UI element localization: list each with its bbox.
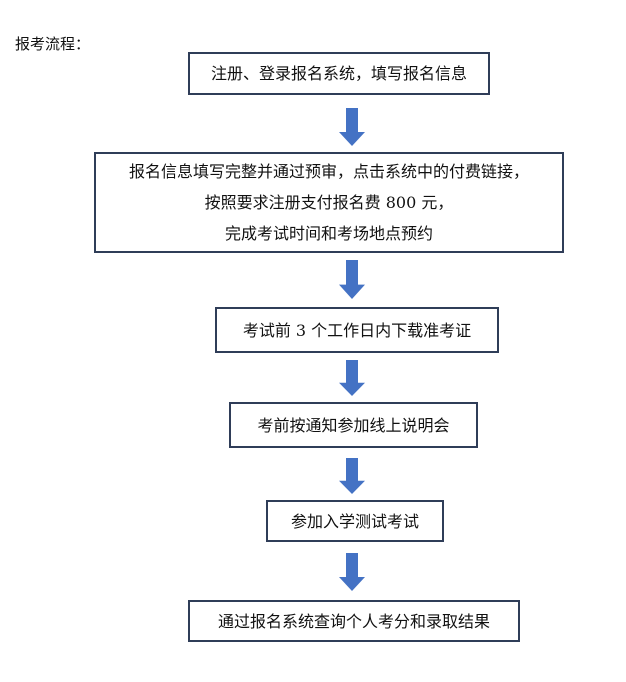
page-title: 报考流程： [15, 35, 91, 53]
down-arrow-icon [339, 360, 365, 396]
step-5-text: 参加入学测试考试 [290, 511, 419, 531]
step-2-line-3: 完成考试时间和考场地点预约 [224, 224, 433, 243]
down-arrow-icon [339, 458, 365, 494]
down-arrow-icon [339, 260, 365, 299]
step-2-line-1: 报名信息填写完整并通过预审，点击系统中的付费链接， [128, 162, 529, 181]
step-3-box: 考试前 3 个工作日内下载准考证 [215, 307, 499, 353]
step-4-box: 考前按通知参加线上说明会 [229, 402, 478, 448]
step-1-text: 注册、登录报名系统，填写报名信息 [210, 64, 467, 83]
step-3-text: 考试前 3 个工作日内下载准考证 [242, 320, 472, 340]
step-2-box: 报名信息填写完整并通过预审，点击系统中的付费链接， 按照要求注册支付报名费 80… [94, 152, 564, 253]
step-5-box: 参加入学测试考试 [266, 500, 444, 542]
step-4-text: 考前按通知参加线上说明会 [257, 415, 450, 435]
step-2-line-2: 按照要求注册支付报名费 800 元， [204, 193, 454, 212]
step-1-box: 注册、登录报名系统，填写报名信息 [188, 52, 490, 95]
down-arrow-icon [339, 553, 365, 591]
step-6-text: 通过报名系统查询个人考分和录取结果 [217, 611, 490, 631]
down-arrow-icon [339, 108, 365, 146]
step-6-box: 通过报名系统查询个人考分和录取结果 [188, 600, 520, 642]
